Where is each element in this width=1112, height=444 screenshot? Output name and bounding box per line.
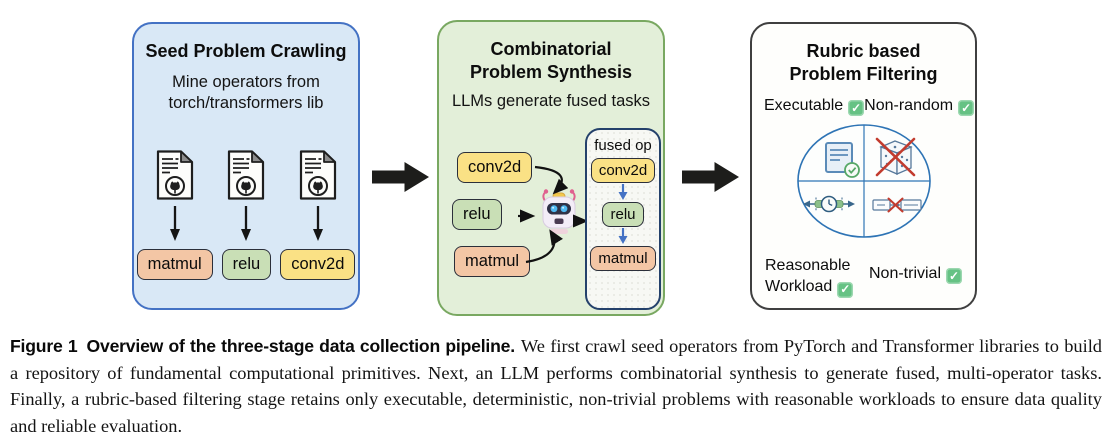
criterion-label: Non-random bbox=[864, 97, 954, 114]
fused-down-arrow-icon bbox=[618, 228, 628, 244]
crawl-column: conv2d bbox=[280, 150, 356, 280]
criterion-label: Reasonable Workload bbox=[765, 257, 851, 296]
stage-flow-arrow-icon bbox=[372, 162, 429, 192]
non-trivial-fusion-icon bbox=[871, 197, 922, 213]
operator-pill-matmul: matmul bbox=[136, 249, 213, 280]
criteria-bottom-row: Reasonable Workload✓ Non-trivial✓ bbox=[765, 256, 962, 298]
stage1-columns: matmul relu bbox=[134, 150, 358, 280]
check-icon: ✓ bbox=[958, 100, 975, 116]
stage1-title: Seed Problem Crawling bbox=[145, 41, 347, 61]
stage-flow-arrow-icon bbox=[682, 162, 739, 192]
check-icon: ✓ bbox=[837, 282, 854, 298]
criteria-top-row: Executable✓ Non-random✓ bbox=[752, 97, 975, 116]
input-pill-relu: relu bbox=[452, 199, 502, 230]
executable-doc-icon bbox=[824, 142, 860, 178]
figure-caption: Figure 1 Overview of the three-stage data… bbox=[10, 333, 1102, 439]
stage-rubric-filtering: Rubric based Problem Filtering Executabl… bbox=[750, 22, 977, 310]
fused-op-label: fused op bbox=[594, 137, 652, 154]
criterion-non-random: Non-random✓ bbox=[864, 97, 975, 116]
operator-pill-conv2d: conv2d bbox=[280, 249, 356, 280]
down-arrow-icon bbox=[312, 206, 323, 241]
caption-lead: Figure 1 Overview of the three-stage data… bbox=[10, 336, 515, 356]
criterion-label: Non-trivial bbox=[868, 264, 941, 282]
caption-bold-title: Overview of the three-stage data collect… bbox=[86, 336, 516, 356]
rubric-quadrant-chart bbox=[796, 124, 931, 238]
stage1-subtitle: Mine operators from torch/transformers l… bbox=[168, 72, 324, 113]
criterion-executable: Executable✓ bbox=[764, 97, 865, 116]
operator-pill-relu: relu bbox=[221, 249, 272, 280]
github-source-file-icon bbox=[299, 150, 336, 200]
criterion-non-trivial: Non-trivial ✓ bbox=[869, 265, 962, 284]
stage-seed-problem-crawling: Seed Problem Crawling Mine operators fro… bbox=[132, 22, 360, 310]
no-dice-icon bbox=[875, 137, 915, 177]
caption-figure-number: Figure 1 bbox=[10, 336, 78, 356]
fused-op-stack: conv2d relu matmul bbox=[587, 158, 659, 271]
fused-pill-relu: relu bbox=[602, 202, 644, 227]
stage2-title: Combinatorial Problem Synthesis bbox=[469, 39, 633, 82]
stage-combinatorial-synthesis: Combinatorial Problem Synthesis LLMs gen… bbox=[437, 20, 665, 316]
criterion-reasonable-workload: Reasonable Workload✓ bbox=[765, 256, 869, 298]
github-source-file-icon bbox=[156, 150, 193, 200]
criterion-label: Executable bbox=[764, 97, 844, 114]
workload-gauge-icon bbox=[802, 195, 855, 213]
caption-body: We first crawl seed operators from PyTor… bbox=[10, 336, 1102, 436]
stage2-subtitle: LLMs generate fused tasks bbox=[451, 92, 651, 110]
down-arrow-icon bbox=[169, 206, 180, 241]
check-icon: ✓ bbox=[848, 100, 865, 116]
check-icon: ✓ bbox=[946, 267, 962, 284]
llm-robot-icon bbox=[542, 189, 576, 234]
input-pill-conv2d: conv2d bbox=[457, 152, 533, 183]
fused-op-box: fused op conv2d relu matmul bbox=[585, 128, 661, 310]
input-pill-matmul: matmul bbox=[454, 246, 531, 277]
fused-pill-conv2d: conv2d bbox=[590, 158, 656, 183]
fused-down-arrow-icon bbox=[618, 184, 628, 200]
crawl-column: relu bbox=[221, 150, 272, 280]
down-arrow-icon bbox=[241, 206, 252, 241]
fused-pill-matmul: matmul bbox=[590, 246, 656, 271]
stage3-title: Rubric based Problem Filtering bbox=[789, 41, 938, 84]
github-source-file-icon bbox=[228, 150, 265, 200]
crawl-column: matmul bbox=[136, 150, 213, 280]
